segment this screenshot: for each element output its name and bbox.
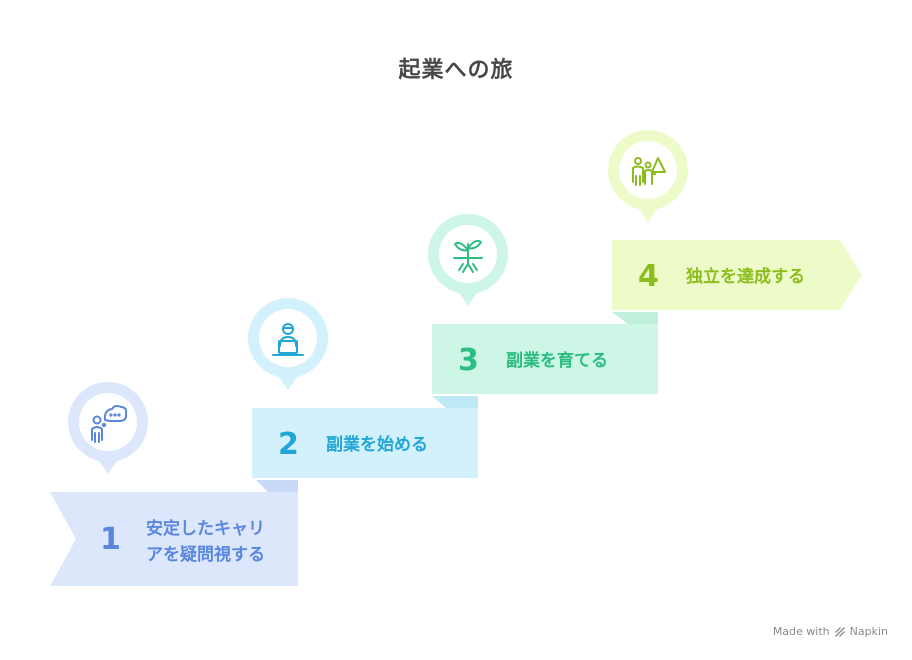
step-1-pin <box>68 382 148 474</box>
person-thinking-icon <box>91 404 128 443</box>
step-1-label-line1: 安定したキャリ <box>146 519 265 539</box>
napkin-brand-text: Napkin <box>849 625 888 638</box>
step-1-fold <box>256 480 298 492</box>
step-2-band <box>252 408 478 478</box>
step-1-label-line2: アを疑問視する <box>146 545 265 565</box>
step-2-fold <box>432 396 478 408</box>
diagram-title: 起業への旅 <box>398 58 514 83</box>
step-1-label: 安定したキャリ アを疑問視する <box>146 516 265 568</box>
step-3-number: 3 <box>458 343 479 378</box>
step-2-pin <box>248 298 328 390</box>
step-3-fold <box>612 312 658 324</box>
person-laptop-icon <box>272 323 304 356</box>
step-2-number: 2 <box>278 427 299 462</box>
napkin-credit[interactable]: Made with Napkin <box>773 625 888 638</box>
step-4-pin <box>608 130 688 222</box>
step-1-band <box>50 492 298 586</box>
step-4-band <box>612 240 862 310</box>
step-1-number: 1 <box>100 522 121 557</box>
step-3-label: 副業を育てる <box>506 351 608 371</box>
hiker-mountain-icon <box>632 157 666 186</box>
sprout-icon <box>453 239 483 273</box>
made-with-text: Made with <box>772 625 830 638</box>
napkin-logo-icon <box>834 626 845 637</box>
step-2-label: 副業を始める <box>326 435 428 455</box>
step-3-band <box>432 324 658 394</box>
step-4-number: 4 <box>638 259 659 294</box>
step-4-label: 独立を達成する <box>686 267 805 287</box>
